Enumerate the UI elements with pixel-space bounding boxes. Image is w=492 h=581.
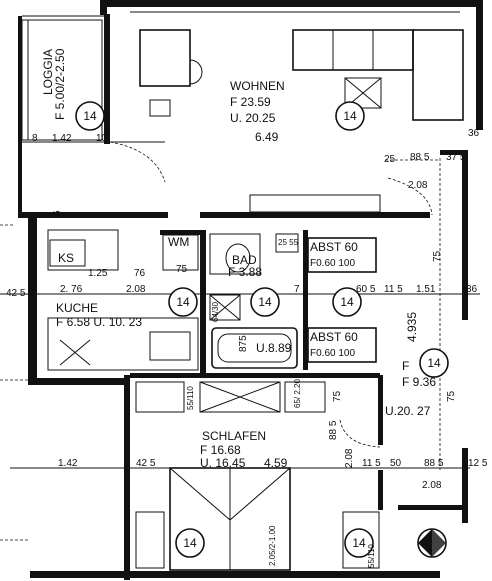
svg-text:14: 14 — [427, 356, 441, 370]
dim: 88 5 — [424, 458, 444, 469]
dim: 2.08 — [408, 180, 428, 191]
wohnen-perimeter: U. 20.25 — [230, 111, 276, 125]
schrank1-dim: 55/110 — [186, 386, 195, 410]
dimension-lines — [0, 141, 480, 541]
dim: 10 — [96, 133, 108, 144]
kuche-label: KUCHE — [56, 301, 98, 315]
dimension-labels: 8 1.42 10 36 25 88 5 37 5 2.08 6 1.25 76… — [6, 128, 488, 491]
svg-text:14: 14 — [340, 295, 354, 309]
dim: 25 — [384, 154, 396, 165]
dim: 60 5 — [356, 284, 376, 295]
dim: 8 — [32, 133, 38, 144]
unit-marker-kuche: 14 — [168, 287, 198, 317]
loggia-size: F 5.00/2-2.50 — [53, 48, 67, 120]
dim: 50 — [390, 458, 402, 469]
dim: 75 — [332, 390, 343, 402]
abst2-dim: F0.60 100 — [310, 348, 355, 359]
svg-text:14: 14 — [83, 109, 97, 123]
bad-small-label: 25 55 — [278, 238, 299, 247]
bed-dim: 2.05/2-1.00 — [268, 525, 277, 566]
loggia-label: LOGGIA — [41, 49, 55, 95]
dim: 1.51 — [416, 284, 436, 295]
flur-width: 4.935 — [405, 312, 419, 342]
svg-text:14: 14 — [258, 295, 272, 309]
unit-marker-schlafen: 14 — [175, 528, 205, 558]
schlafen-perimeter: U. 16.45 — [200, 456, 246, 470]
wm-dim: 75 — [176, 264, 188, 275]
svg-text:14: 14 — [343, 109, 357, 123]
schrank3-dim: 55/110 — [367, 544, 376, 568]
dim: 75 — [446, 390, 457, 402]
wohnen-area: F 23.59 — [230, 95, 271, 109]
dim: 2. 76 — [60, 284, 83, 295]
dim: 88 5 — [410, 152, 430, 163]
dim: 36 — [468, 128, 480, 139]
unit-number-markers: 14 14 14 14 14 14 14 14 — [75, 101, 449, 558]
dim: 42 5 — [6, 288, 26, 299]
dim: 11 5 — [362, 458, 381, 469]
unit-marker-flur: 14 — [419, 348, 449, 378]
wohnen-width: 6.49 — [255, 130, 279, 144]
unit-marker-schlafen-right: 14 — [344, 528, 374, 558]
flur-perimeter: U.20. 27 — [385, 404, 431, 418]
dim: 76 — [134, 268, 146, 279]
bad-area: F 3.88 — [228, 265, 262, 279]
schlafen-area: F 16.68 — [200, 443, 241, 457]
dim: 12 5 — [468, 458, 488, 469]
abst1-dim: F0.60 100 — [310, 258, 355, 269]
flur-f: F — [402, 359, 409, 373]
dim: 6 — [52, 210, 63, 216]
dim: 1.42 — [52, 133, 72, 144]
schlafen-width: 4.59 — [264, 456, 288, 470]
room-labels: LOGGIA F 5.00/2-2.50 WOHNEN F 23.59 U. 2… — [41, 48, 436, 470]
dim: 11 5 — [384, 284, 403, 295]
abst1-label: ABST 60 — [310, 240, 358, 254]
dim: 7 — [294, 284, 300, 295]
dim: 75 — [432, 250, 443, 262]
walls — [18, 0, 483, 580]
svg-text:14: 14 — [183, 536, 197, 550]
bad-perimeter: U.8.89 — [256, 341, 292, 355]
fixture-labels: KS WM 75 ABST 60 F0.60 100 ABST 60 F0.60… — [58, 235, 376, 568]
dim: 2.08 — [422, 480, 442, 491]
dim: 42 5 — [136, 458, 156, 469]
unit-marker-abst: 14 — [332, 287, 362, 317]
dim: 2.08 — [126, 284, 146, 295]
dim: 36 — [466, 284, 478, 295]
dim: 1.42 — [58, 458, 78, 469]
kuche-area: F 6.58 U. 10. 23 — [56, 315, 142, 329]
dim: 37 5 — [446, 152, 466, 163]
schrank2-dim: 65/ 2.20 — [293, 379, 302, 408]
svg-text:14: 14 — [352, 536, 366, 550]
dim: 1.25 — [88, 268, 108, 279]
schlafen-label: SCHLAFEN — [202, 429, 266, 443]
flur-area: F 9.36 — [402, 375, 436, 389]
unit-marker-loggia: 14 — [75, 101, 105, 131]
dim: 2.08 — [344, 448, 355, 468]
bad-label: BAD — [232, 253, 257, 267]
wm-label: WM — [168, 235, 189, 249]
bath-dim: 875 — [238, 335, 249, 352]
dim: 88 5 — [328, 420, 339, 440]
wohnen-label: WOHNEN — [230, 79, 285, 93]
ks-label: KS — [58, 251, 74, 265]
abst2-label: ABST 60 — [310, 330, 358, 344]
svg-text:14: 14 — [176, 295, 190, 309]
bad-door-dim: 64/30 — [211, 301, 220, 322]
unit-marker-wohnen: 14 — [335, 101, 365, 131]
unit-marker-bad: 14 — [250, 287, 280, 317]
